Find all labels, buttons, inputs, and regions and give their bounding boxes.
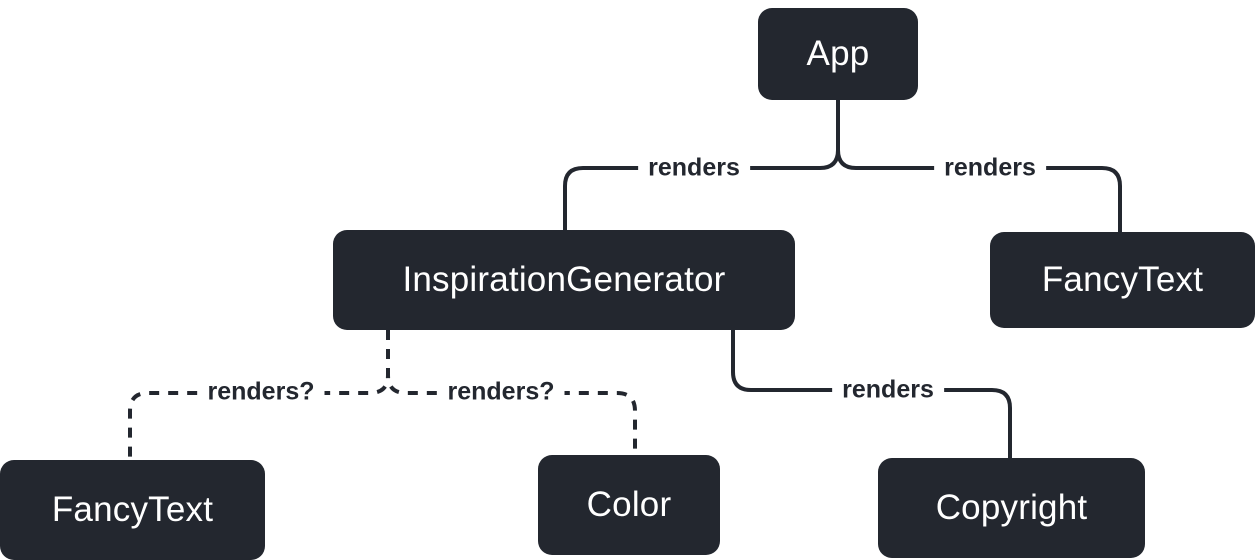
- node-fancy-text-bottom-label: FancyText: [51, 490, 214, 529]
- edge-label-app-fancytext: renders: [934, 152, 1046, 184]
- edge-label-inspirationgenerator-color: renders?: [437, 376, 565, 408]
- node-app-label: App: [806, 34, 870, 73]
- node-fancy-text-top: FancyText: [990, 232, 1255, 328]
- edge-label-inspirationgenerator-copyright: renders: [832, 374, 944, 406]
- edge-label-app-inspirationgenerator: renders: [638, 152, 750, 184]
- edge-label-inspirationgenerator-fancytext: renders?: [197, 376, 325, 408]
- node-inspiration-generator-label: InspirationGenerator: [402, 260, 726, 299]
- node-app: App: [758, 8, 918, 100]
- node-fancy-text-bottom: FancyText: [0, 460, 265, 560]
- node-copyright-label: Copyright: [935, 488, 1088, 527]
- node-inspiration-generator: InspirationGenerator: [333, 230, 795, 330]
- node-fancy-text-top-label: FancyText: [1041, 260, 1204, 299]
- node-color: Color: [538, 455, 720, 555]
- node-copyright: Copyright: [878, 458, 1145, 558]
- node-color-label: Color: [586, 485, 672, 524]
